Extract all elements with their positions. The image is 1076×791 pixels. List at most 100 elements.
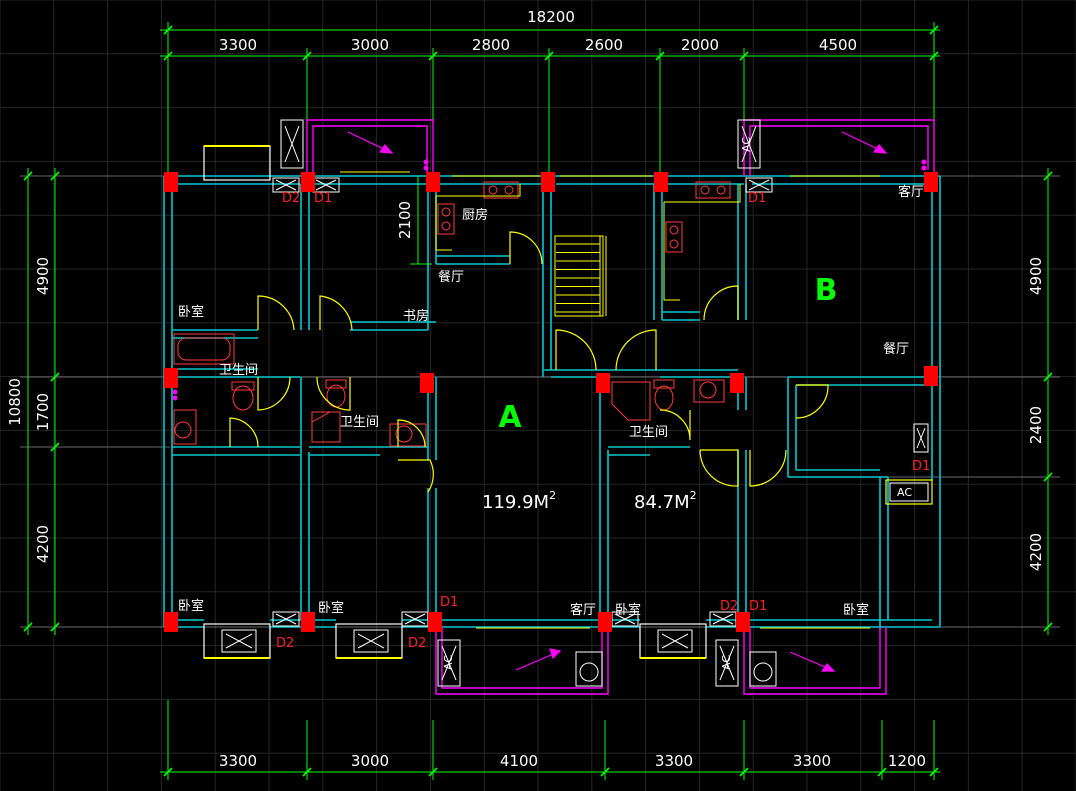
dimension-tick [739,767,749,777]
dim-right-1: 4900 [1027,257,1045,295]
tag-ac: AC [897,486,912,499]
ac-unit-icon [272,611,300,627]
column-block-icon [426,172,440,192]
room-label-bathroom: 卫生间 [219,363,258,378]
room-label-dining: 餐厅 [438,269,464,285]
drain-arrow-icon [549,648,562,660]
column-block-icon [596,373,610,393]
dim-top-5: 2000 [681,36,719,54]
room-label-bedroom: 卧室 [843,602,869,618]
door-swing-icon [749,449,787,487]
dim-bottom-6: 1200 [888,752,926,770]
ac-unit-icon [221,629,257,653]
structural-columns [164,172,938,632]
door-swing-icon [316,376,351,411]
door-swing-icon [397,419,426,448]
dimension-tick [877,767,887,777]
door-swing-icon [509,231,543,265]
dimension-tick [50,622,60,632]
column-block-icon [654,172,668,192]
dimension-tick [929,51,939,61]
balcony-drain-arrows [347,131,888,672]
bathtub-icon [173,333,235,365]
dimension-tick [163,25,173,35]
door-swing-icon [229,417,259,448]
column-block-icon [598,612,612,632]
area-label-b: 84.7M2 [634,489,697,513]
unit-label-a: A [498,400,522,435]
ac-unit-icon [657,629,693,653]
tag-d1: D1 [314,191,332,206]
sink-icon [173,409,197,445]
door-swing-icon [398,459,434,493]
dim-bottom-2: 3000 [351,752,389,770]
dim-left-3: 4200 [34,525,52,563]
door-swing-icon [795,384,829,419]
tag-d2: D2 [276,636,294,651]
column-block-icon [541,172,555,192]
column-block-icon [301,172,315,192]
room-labels: 卧室 书房 厨房 餐厅 卫生间 卫生间 卫生间 客厅 餐厅 卧室 卧室 客厅 卧… [178,184,924,618]
toilet-icon [231,381,255,411]
ac-unit-icon [280,119,304,169]
sink-icon [665,221,683,253]
dim-bottom-3: 4100 [500,752,538,770]
room-label-study: 书房 [403,308,429,324]
risers [172,159,927,401]
dimension-tick [655,51,665,61]
opening-tags: D2 D1 D1 D1 D1 D2 D1 D2 D2 [276,191,930,651]
staircase [554,235,607,317]
ac-unit-icon [737,119,761,169]
column-block-icon [924,172,938,192]
dim-bottom-4: 3300 [655,752,693,770]
sink-icon [389,423,427,447]
dim-bottom-1: 3300 [219,752,257,770]
dimension-ticks [23,25,1053,777]
dim-top-2: 3000 [351,36,389,54]
dim-top-1: 3300 [219,36,257,54]
dimension-tick [302,767,312,777]
dimension-tick [50,372,60,382]
room-label-bedroom: 卧室 [178,598,204,614]
room-label-living: 客厅 [570,602,596,618]
dimension-tick [929,767,939,777]
ac-tags: AC AC AC AC [442,137,912,670]
column-block-icon [420,373,434,393]
dimension-lines [27,22,1049,780]
door-swing-icon [319,295,353,331]
sink-icon [437,203,455,235]
doors [229,231,829,493]
tag-d2: D2 [282,191,300,206]
shower-icon [311,411,341,443]
dim-left-1: 4900 [34,257,52,295]
dimension-tick [50,442,60,452]
tag-d1: D1 [748,191,766,206]
dim-overall-top: 18200 [527,8,575,26]
drain-arrow-icon [872,144,888,154]
tag-d1: D1 [440,595,458,610]
dim-right-3: 4200 [1027,533,1045,571]
ac-unit-icon [715,639,739,687]
window-sills [340,171,880,629]
door-swing-icon [555,329,597,371]
washer-icon [749,651,777,687]
tag-ac: AC [720,655,733,670]
unit-labels: A B [498,273,837,435]
column-block-icon [164,612,178,632]
dimension-tick [929,25,939,35]
dim-top-3: 2800 [472,36,510,54]
column-block-icon [301,612,315,632]
tag-ac: AC [740,137,753,152]
dimension-tick [600,767,610,777]
area-label-a: 119.9M2 [482,489,556,513]
drain-arrow-icon [515,651,559,671]
door-swing-icon [699,449,739,487]
dimension-tick [50,171,60,181]
dimension-tick [23,171,33,181]
washer-icon [575,651,603,687]
room-label-bathroom: 卫生间 [340,415,379,430]
ac-unit-icon [437,639,461,687]
dimension-tick [1043,171,1053,181]
ac-box-right [885,479,933,505]
room-label-kitchen: 厨房 [462,207,488,223]
